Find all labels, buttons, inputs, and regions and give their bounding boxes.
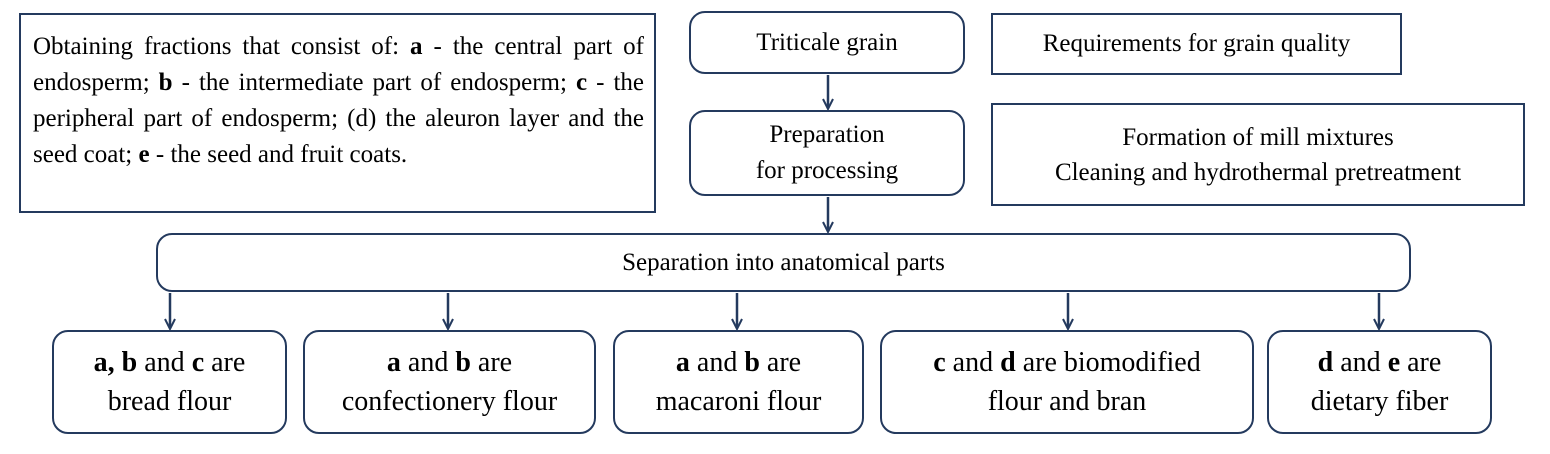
product-line2: bread flour xyxy=(107,386,232,417)
product-connector: and xyxy=(400,347,456,378)
product-connector: and xyxy=(137,347,192,378)
preparation-label-line2: for processing xyxy=(755,157,899,184)
fraction-text-c: - the peripheral part of endosperm; (d) … xyxy=(33,69,644,168)
mill-mixtures-box: Formation of mill mixtures Cleaning and … xyxy=(991,103,1525,206)
product-verb: are xyxy=(759,347,802,378)
preparation-label-line1: Preparation xyxy=(769,121,885,148)
product-line2: dietary fiber xyxy=(1310,386,1449,417)
product-fraction-letters: d xyxy=(1317,347,1334,378)
separation-node: Separation into anatomical parts xyxy=(156,233,1411,292)
fractions-description-box: Obtaining fractions that consist of: a -… xyxy=(19,13,656,213)
triticale-grain-label: Triticale grain xyxy=(756,28,898,56)
product-fraction-letters: c xyxy=(933,347,946,378)
fraction-letter-e: e xyxy=(138,141,150,168)
preparation-node: Preparation for processing xyxy=(689,110,965,196)
product-connector: and xyxy=(945,347,1001,378)
product-line1: a, b and c are xyxy=(94,343,246,382)
product-line2: macaroni flour xyxy=(655,386,822,417)
product-connector: and xyxy=(1333,347,1388,378)
product-line2: flour and bran xyxy=(987,386,1147,417)
fraction-text-b: - the intermediate part of endosperm; xyxy=(172,69,576,96)
product-confectionery-flour: a and b are confectionery flour xyxy=(303,330,596,434)
product-fraction-letters: a xyxy=(675,347,690,378)
fraction-letter-b: b xyxy=(158,69,173,96)
product-verb: are biomodified xyxy=(1015,347,1201,378)
fractions-description-text: Obtaining fractions that consist of: a -… xyxy=(33,29,644,173)
fraction-text-e: - the seed and fruit coats. xyxy=(149,141,408,168)
fraction-letter-c: c xyxy=(575,69,588,96)
product-verb: are xyxy=(1400,347,1442,378)
product-fraction-letter: e xyxy=(1387,347,1401,378)
product-line1: a and b are xyxy=(387,343,512,382)
product-verb: are xyxy=(470,347,513,378)
mill-mixtures-label: Formation of mill mixtures xyxy=(1122,123,1394,151)
separation-label: Separation into anatomical parts xyxy=(622,248,945,276)
triticale-grain-node: Triticale grain xyxy=(689,11,965,74)
product-macaroni-flour: a and b are macaroni flour xyxy=(613,330,864,434)
product-line1: a and b are xyxy=(676,343,801,382)
grain-quality-requirements-label: Requirements for grain quality xyxy=(1042,30,1351,57)
grain-quality-requirements-box: Requirements for grain quality xyxy=(991,13,1402,75)
product-fraction-letter: b xyxy=(455,347,471,378)
cleaning-pretreatment-label: Cleaning and hydrothermal pretreatment xyxy=(1054,158,1462,186)
product-fraction-letter: d xyxy=(1000,347,1016,378)
product-verb: are xyxy=(204,347,246,378)
product-connector: and xyxy=(689,347,745,378)
product-fraction-letter: b xyxy=(744,347,760,378)
product-line1: c and d are biomodified xyxy=(933,343,1201,382)
product-fraction-letters: a, b xyxy=(93,347,138,378)
product-biomodified-flour-and-bran: c and d are biomodified flour and bran xyxy=(880,330,1254,434)
product-fraction-letter: c xyxy=(191,347,205,378)
fraction-text-a: - the central part of endosperm; xyxy=(33,33,644,96)
product-dietary-fiber: d and e are dietary fiber xyxy=(1267,330,1492,434)
product-bread-flour: a, b and c are bread flour xyxy=(52,330,287,434)
product-line2: confectionery flour xyxy=(341,386,558,417)
fraction-letter-a: a xyxy=(410,33,423,60)
product-line1: d and e are xyxy=(1318,343,1442,382)
fractions-intro: Obtaining fractions that consist of: xyxy=(33,33,411,60)
product-fraction-letters: a xyxy=(386,347,401,378)
